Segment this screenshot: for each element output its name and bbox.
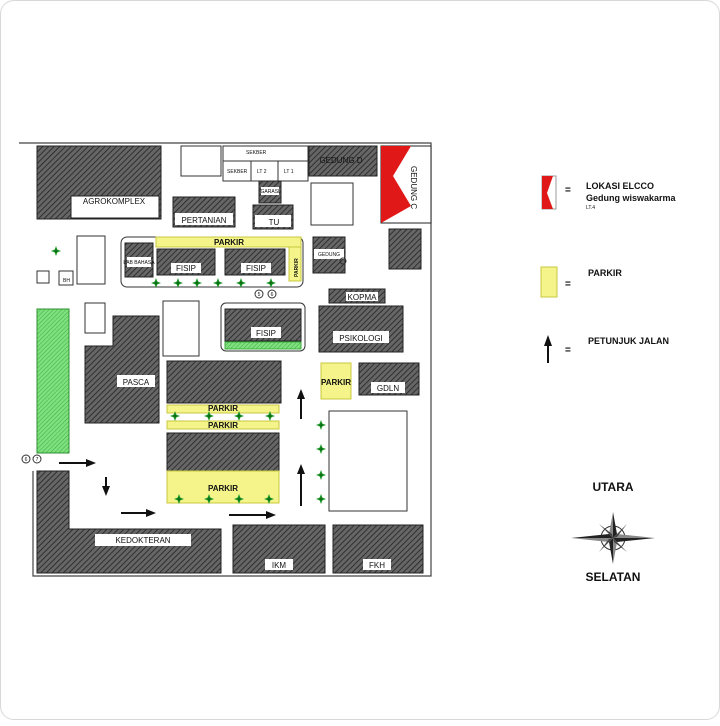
label-fisip-2: FISIP [246, 264, 266, 273]
building-psikologi: PSIKOLOGI [318, 305, 404, 353]
legend-petunjuk: = PETUNJUK JALAN [544, 335, 669, 363]
building-gdln: GDLN [358, 362, 420, 396]
label-tu: TU [269, 218, 280, 227]
building-tu: TU [252, 204, 294, 230]
legend-lokasi-sub: Gedung wiswakarma [586, 193, 677, 203]
label-gdln: GDLN [377, 384, 399, 393]
building-gedung-d: GEDUNG D [308, 145, 378, 226]
legend-equals-2: = [565, 279, 571, 290]
box-bh [58, 270, 74, 286]
marker-5: 5 [258, 292, 261, 298]
legend-parkir-label: PARKIR [588, 268, 622, 278]
parking-mid-2 [166, 420, 280, 430]
marker-6: 6 [271, 292, 274, 298]
label-gedung-d: GEDUNG D [319, 156, 362, 165]
label-agrokomplex: AGROKOMPLEX [83, 197, 146, 206]
building-garasi: GARASI [258, 180, 282, 204]
building-central [166, 360, 282, 404]
green-field [36, 308, 70, 454]
markers-fisip: 5 6 [254, 289, 277, 299]
label-gedung-small: GEDUNG [318, 252, 340, 258]
label-fisip-1: FISIP [176, 264, 196, 273]
building-south-central: PARKIR [166, 432, 280, 504]
label-parking-mid-2: PARKIR [208, 421, 238, 430]
label-parking-right: PARKIR [321, 378, 351, 387]
label-sekber-top: SEKBER [246, 150, 267, 156]
label-pertanian: PERTANIAN [181, 216, 226, 225]
compass: UTARA SELATAN [571, 480, 655, 584]
map-area: AGROKOMPLEX SEKBER SEKBER LT 2 LT 1 GARA… [19, 142, 432, 577]
building-pasca: PASCA [84, 315, 160, 424]
label-parking-side: PARKIR [294, 258, 300, 277]
arrow-up-icon [544, 335, 552, 346]
label-parking-mid-1: PARKIR [208, 404, 238, 413]
building-agrokomplex: AGROKOMPLEX [36, 145, 162, 220]
marker-6b: 6 [25, 457, 28, 463]
label-pasca: PASCA [123, 378, 150, 387]
label-lt2: LT 2 [257, 169, 267, 175]
box-west-2 [84, 302, 106, 334]
building-kedokteran: KEDOKTERAN [36, 470, 222, 574]
legend-elcco: = LOKASI ELCCO Gedung wiswakarma LT.4 [541, 175, 677, 211]
compass-south: SELATAN [586, 570, 641, 584]
label-parking-bottom: PARKIR [208, 484, 238, 493]
label-lt1: LT 1 [284, 169, 294, 175]
label-gedung-c: GEDUNG C [409, 166, 418, 209]
marker-7: 7 [36, 457, 39, 463]
label-bh: BH [63, 278, 70, 284]
legend: = LOKASI ELCCO Gedung wiswakarma LT.4 = … [540, 175, 677, 363]
legend-parkir: = PARKIR [540, 266, 622, 298]
label-ikm: IKM [272, 561, 287, 570]
building-pertanian: PERTANIAN [172, 196, 236, 228]
label-psikologi: PSIKOLOGI [339, 334, 383, 343]
legend-lokasi-floor: LT.4 [586, 205, 595, 211]
label-parking-top: PARKIR [214, 238, 244, 247]
building-fisip-3: FISIP [220, 302, 306, 352]
building-small-west [76, 235, 106, 285]
label-kedokteran: KEDOKTERAN [115, 536, 170, 545]
building-fkh: FKH [332, 524, 424, 574]
direction-arrows [59, 389, 305, 519]
parking-right [320, 362, 352, 400]
legend-petunjuk-label: PETUNJUK JALAN [588, 336, 669, 346]
building-sekber: SEKBER SEKBER LT 2 LT 1 [180, 145, 309, 182]
parking-mid-1 [166, 404, 280, 414]
parking-side [288, 246, 302, 282]
building-east-small [388, 228, 422, 270]
compass-north: UTARA [592, 480, 633, 494]
legend-equals-1: = [565, 185, 571, 196]
building-ikm: IKM [232, 524, 326, 574]
building-gedung-c: GEDUNG C [380, 145, 432, 224]
parking-top [155, 236, 302, 248]
building-gedung-small: GEDUNG [312, 236, 347, 274]
field-east [328, 410, 408, 512]
label-garasi: GARASI [261, 189, 280, 195]
label-kopma: KOPMA [348, 293, 378, 302]
box-a [36, 270, 50, 284]
tree-icon [51, 246, 61, 256]
label-fisip-3: FISIP [256, 329, 276, 338]
legend-equals-3: = [565, 345, 571, 356]
fisip-complex: PARKIR PARKIR LAB BAHASA FISIP FISIP [120, 236, 304, 288]
label-lab-bahasa: LAB BAHASA [123, 260, 155, 266]
box-mid [162, 300, 200, 357]
label-sekber-left: SEKBER [227, 169, 248, 175]
markers-west: 6 7 [21, 454, 42, 464]
compass-rose-icon [571, 512, 655, 564]
building-kopma: KOPMA [328, 288, 386, 304]
legend-lokasi-title: LOKASI ELCCO [586, 181, 654, 191]
parking-bottom [166, 470, 280, 504]
label-fkh: FKH [369, 561, 385, 570]
